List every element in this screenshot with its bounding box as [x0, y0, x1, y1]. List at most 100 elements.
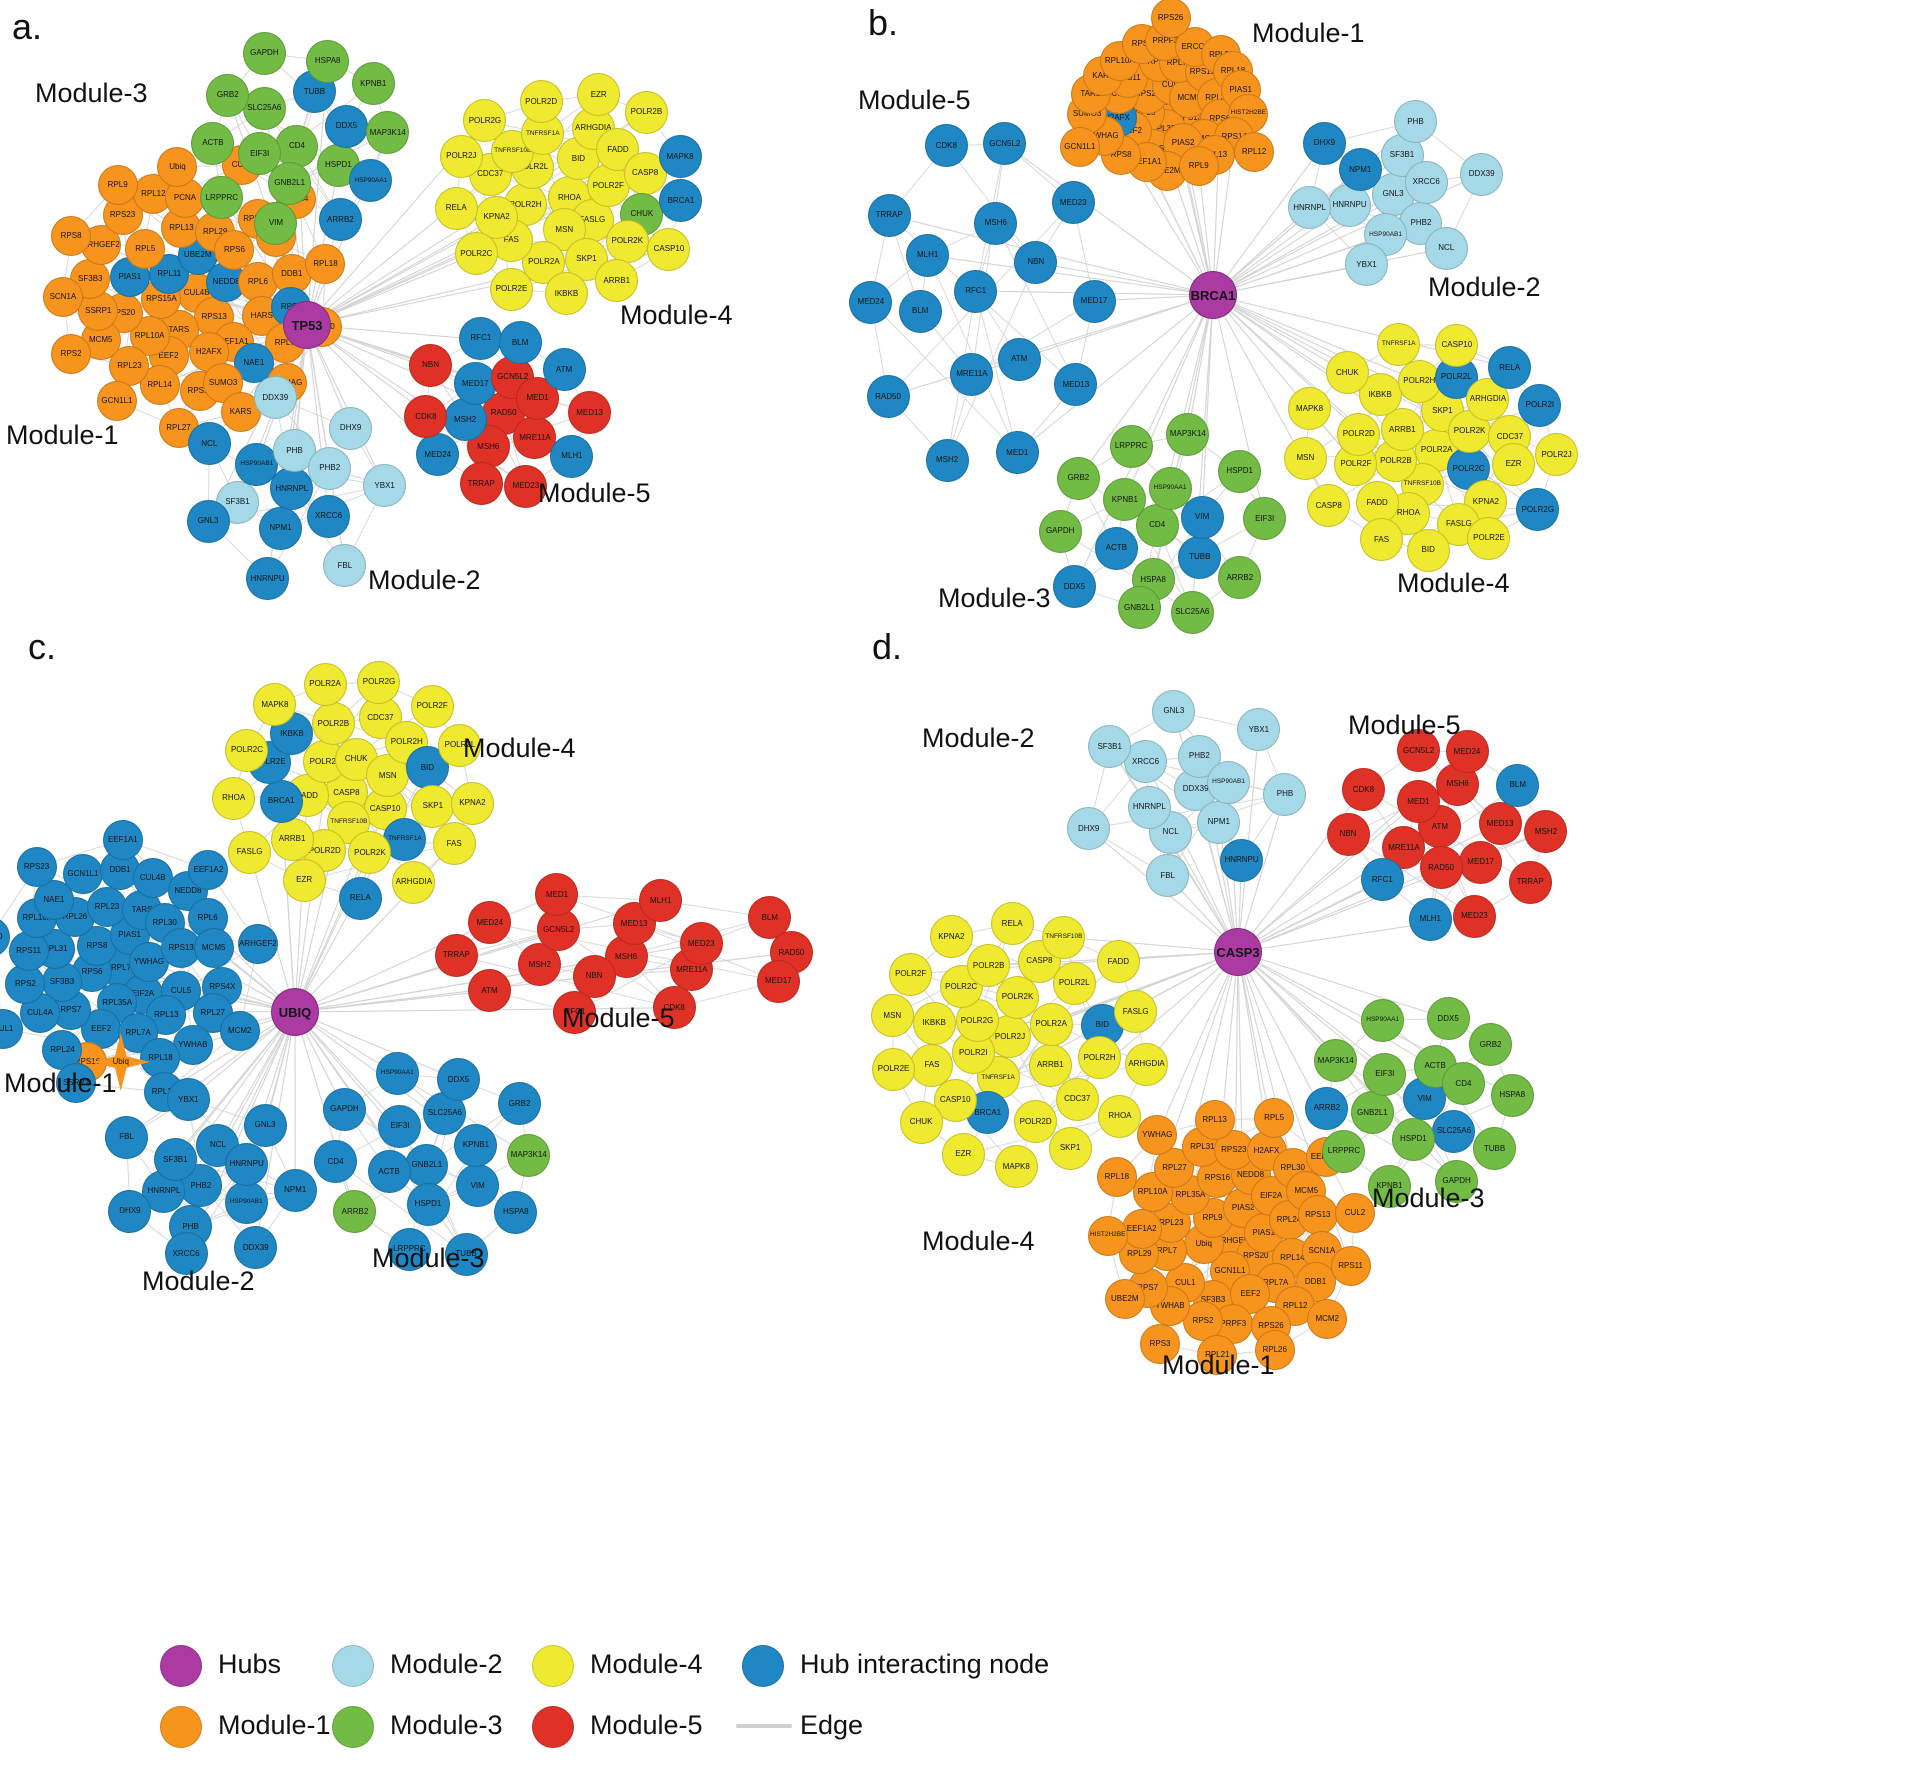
network-node[interactable]: RAD50 [866, 375, 910, 419]
network-node[interactable]: DHX9 [1302, 121, 1346, 165]
network-node[interactable]: ARRB1 [595, 259, 639, 303]
network-node[interactable]: MLH1 [639, 879, 683, 923]
network-node[interactable]: RPS13 [1297, 1195, 1338, 1236]
network-node[interactable]: MED24 [468, 901, 512, 945]
network-node[interactable]: MED24 [849, 280, 893, 324]
network-node[interactable]: ACTB [191, 121, 235, 165]
network-node[interactable]: RPL13 [1194, 1099, 1235, 1140]
network-node[interactable]: XRCC6 [306, 494, 350, 538]
network-node[interactable]: SKP1 [411, 784, 455, 828]
network-node[interactable]: MAPK8 [994, 1145, 1038, 1189]
network-node[interactable]: SLC25A6 [1432, 1109, 1476, 1153]
network-node[interactable]: GRB2 [206, 73, 250, 117]
network-node[interactable]: HNRNPL [1127, 785, 1171, 829]
network-node[interactable]: CDK8 [924, 124, 968, 168]
network-node[interactable]: Ubiq [157, 146, 198, 187]
network-node[interactable]: RELA [434, 186, 478, 230]
network-node[interactable]: HNRNPU [225, 1142, 269, 1186]
network-node[interactable]: HIST2H2BE [1087, 1215, 1128, 1256]
network-node[interactable]: ARRB2 [333, 1190, 377, 1234]
network-node[interactable]: RPS2 [51, 334, 92, 375]
network-node[interactable]: YWHAG [1137, 1114, 1178, 1155]
network-node[interactable]: POLR2L [1052, 961, 1096, 1005]
network-node[interactable]: TNFRSF10B [1042, 915, 1086, 959]
network-node[interactable]: POLR2D [1337, 412, 1381, 456]
network-node[interactable]: CHUK [899, 1100, 943, 1144]
network-node[interactable]: TUBB [1178, 535, 1222, 579]
network-node[interactable]: ACTB [367, 1150, 411, 1194]
network-node[interactable]: CASP8 [1307, 484, 1351, 528]
network-node[interactable]: MSN [1283, 436, 1327, 480]
network-node[interactable]: EZR [577, 73, 621, 117]
network-node[interactable]: MSH2 [925, 438, 969, 482]
network-node[interactable]: YBX1 [363, 464, 407, 508]
network-node[interactable]: DDX5 [1426, 997, 1470, 1041]
network-node[interactable]: EIF3I [238, 132, 282, 176]
network-node[interactable]: KPNA2 [450, 781, 494, 825]
network-node[interactable]: HSPD1 [406, 1182, 450, 1226]
network-node[interactable]: FASLG [1114, 990, 1158, 1034]
network-node[interactable]: EZR [1492, 442, 1536, 486]
network-node[interactable]: POLR2E [1467, 516, 1511, 560]
network-node[interactable]: GCN5L2 [983, 122, 1027, 166]
network-node[interactable]: PHB [1393, 100, 1437, 144]
network-node[interactable]: DHX9 [108, 1189, 152, 1233]
network-node[interactable]: RPS26 [1150, 0, 1191, 38]
network-node[interactable]: GAPDH [1038, 509, 1082, 553]
network-node[interactable]: KPNB1 [351, 62, 395, 106]
network-node[interactable]: LRPPRC [200, 176, 244, 220]
network-node[interactable]: KPNB1 [454, 1123, 498, 1167]
network-node[interactable]: GCN1L1 [62, 853, 103, 894]
network-node[interactable]: MLH1 [1408, 897, 1452, 941]
network-node[interactable]: VIM [456, 1164, 500, 1208]
network-node[interactable]: VIM [1180, 495, 1224, 539]
network-node[interactable]: POLR2C [454, 232, 498, 276]
network-node[interactable]: CHUK [1325, 351, 1369, 395]
network-node[interactable]: GNB2L1 [1350, 1091, 1394, 1135]
network-node[interactable]: RPS23 [16, 847, 57, 888]
network-node[interactable]: NBN [1014, 240, 1058, 284]
network-node[interactable]: ATM [468, 969, 512, 1013]
network-node[interactable]: POLR2I [1518, 383, 1562, 427]
network-node[interactable]: FAS [910, 1043, 954, 1087]
network-node[interactable]: HSPA8 [306, 39, 350, 83]
network-node[interactable]: DDX5 [324, 104, 368, 148]
network-node[interactable]: MSH2 [443, 398, 487, 442]
network-node[interactable]: LRPPRC [1109, 424, 1153, 468]
network-node[interactable]: MSN [870, 994, 914, 1038]
network-node[interactable]: HSPA8 [1490, 1073, 1534, 1117]
network-node[interactable]: TRRAP [434, 933, 478, 977]
network-node[interactable]: NCL [187, 422, 231, 466]
network-node[interactable]: MSH6 [974, 201, 1018, 245]
network-node[interactable]: RPL23 [87, 886, 128, 927]
network-node[interactable]: RPL18 [1096, 1157, 1137, 1198]
network-node[interactable]: POLR2K [605, 219, 649, 263]
network-node[interactable]: TRRAP [1508, 860, 1552, 904]
network-node[interactable]: HNRNPU [1220, 838, 1264, 882]
network-node[interactable]: HSP90AB1 [224, 1181, 268, 1225]
network-node[interactable]: SF3B1 [153, 1138, 197, 1182]
network-node[interactable]: LRPPRC [1322, 1129, 1366, 1173]
network-node[interactable]: HSP90AB1 [235, 442, 279, 486]
network-node[interactable]: MAPK8 [1288, 387, 1331, 431]
network-node[interactable]: RPL9 [97, 164, 138, 205]
network-node[interactable]: DHX9 [329, 406, 373, 450]
network-node[interactable]: MLH1 [906, 233, 950, 277]
network-node[interactable]: DDX39 [253, 376, 297, 420]
network-node[interactable]: MRE11A [950, 352, 994, 396]
network-node[interactable]: POLR2A [1029, 1002, 1073, 1046]
network-node[interactable]: PHB2 [308, 446, 352, 490]
network-node[interactable]: YBX1 [1345, 243, 1389, 287]
network-node[interactable]: POLR2G [1516, 488, 1560, 531]
network-node[interactable]: RAD50 [1419, 846, 1463, 890]
network-node[interactable]: ATM [997, 337, 1041, 381]
network-node[interactable]: SCN1A [42, 276, 83, 317]
network-node[interactable]: CDK8 [404, 395, 448, 439]
network-node[interactable]: GNL3 [243, 1103, 287, 1147]
network-node[interactable]: POLR2E [872, 1047, 916, 1091]
network-node[interactable]: MED24 [416, 433, 460, 477]
network-node[interactable]: MLH1 [550, 434, 594, 478]
network-node[interactable]: GAPDH [322, 1087, 366, 1131]
network-node[interactable]: ARRB1 [270, 817, 314, 861]
network-node[interactable]: POLR2E [490, 267, 534, 311]
